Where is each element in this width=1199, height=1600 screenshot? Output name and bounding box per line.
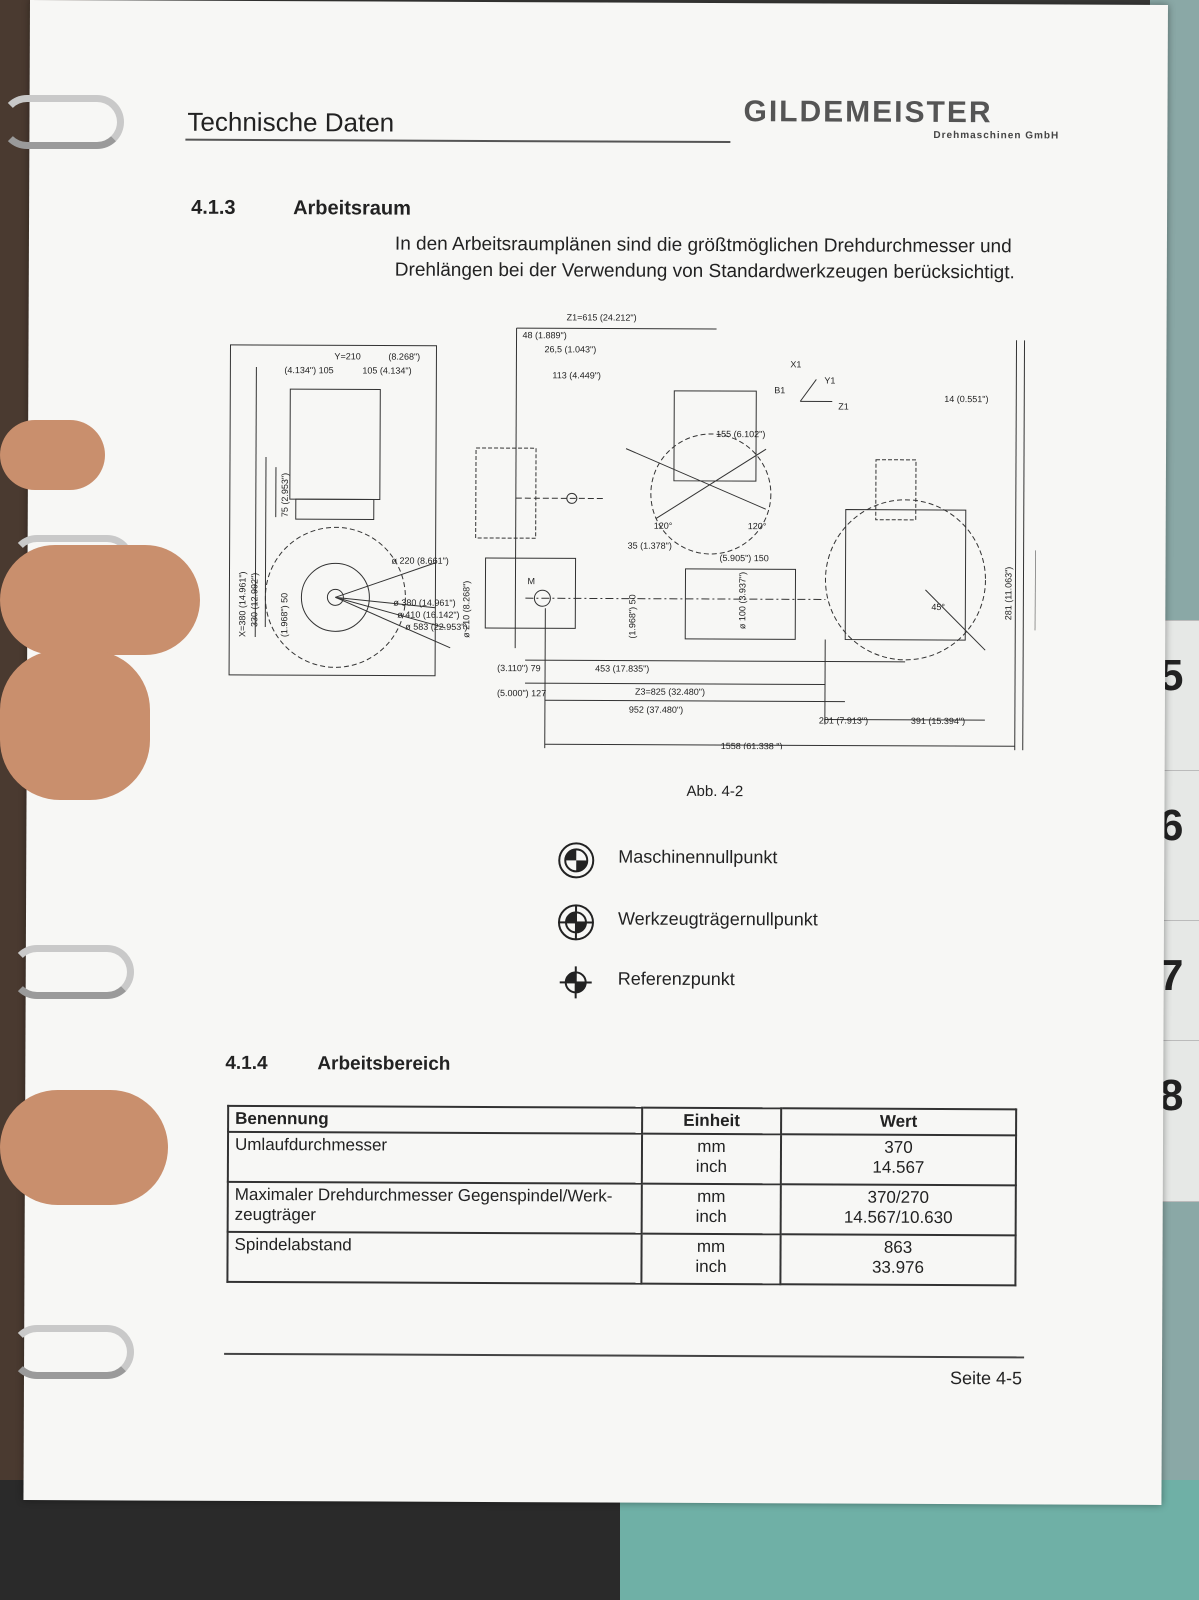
tool-carrier-zero-icon bbox=[557, 904, 594, 941]
figure-caption: Abb. 4-2 bbox=[686, 782, 744, 801]
finger bbox=[0, 1090, 168, 1205]
binder-ring bbox=[10, 945, 134, 999]
svg-text:(4.134") 105: (4.134") 105 bbox=[284, 365, 333, 375]
svg-text:ø 220 (8.661"): ø 220 (8.661") bbox=[392, 556, 449, 566]
tool-carrier-circle bbox=[650, 433, 772, 555]
finger bbox=[0, 650, 150, 800]
page-number: Seite 4-5 bbox=[949, 1368, 1023, 1389]
binder-ring bbox=[10, 1325, 134, 1379]
svg-text:B1: B1 bbox=[774, 385, 785, 395]
footer-rule bbox=[224, 1352, 1025, 1359]
svg-text:48 (1.889"): 48 (1.889") bbox=[523, 330, 567, 340]
svg-text:(1.968") 50: (1.968") 50 bbox=[627, 594, 637, 638]
svg-text:(8.268"): (8.268") bbox=[388, 352, 420, 362]
column-header: Wert bbox=[781, 1108, 1017, 1136]
document-page: Technische Daten GILDEMEISTER Drehmaschi… bbox=[23, 0, 1168, 1505]
workspace-drawing: Z1=615 (24.212") 48 (1.889") 26,5 (1.043… bbox=[228, 312, 1037, 750]
section-number: 4.1.4 bbox=[225, 1052, 268, 1075]
spindle-center bbox=[326, 588, 344, 606]
svg-text:(5.905") 150: (5.905") 150 bbox=[720, 553, 769, 563]
section-title: Arbeitsraum bbox=[293, 197, 411, 220]
svg-text:14 (0.551"): 14 (0.551") bbox=[944, 394, 988, 404]
legend-label: Werkzeugträgernullpunkt bbox=[617, 908, 818, 930]
company-logo: GILDEMEISTER bbox=[743, 95, 993, 130]
svg-text:120°: 120° bbox=[654, 521, 673, 531]
svg-text:952 (37.480"): 952 (37.480") bbox=[629, 705, 683, 715]
svg-text:Y=210: Y=210 bbox=[334, 351, 360, 361]
svg-text:ø 583 (22.953"): ø 583 (22.953") bbox=[405, 622, 467, 632]
svg-text:Y1: Y1 bbox=[824, 375, 835, 385]
svg-text:120°: 120° bbox=[748, 521, 767, 531]
work-area-table: Benennung Einheit Wert Umlaufdurchmesser… bbox=[226, 1105, 1017, 1286]
svg-text:M: M bbox=[527, 576, 535, 586]
svg-text:X1: X1 bbox=[790, 359, 801, 369]
svg-text:113 (4.449"): 113 (4.449") bbox=[552, 370, 601, 380]
svg-text:Z1=615 (24.212"): Z1=615 (24.212") bbox=[567, 312, 637, 322]
svg-text:26,5 (1.043"): 26,5 (1.043") bbox=[544, 344, 596, 354]
left-view-frame bbox=[228, 344, 437, 677]
sub-spindle-unit bbox=[844, 509, 967, 641]
spindle-housing bbox=[475, 447, 537, 539]
finger bbox=[0, 420, 105, 490]
svg-text:391 (15.394"): 391 (15.394") bbox=[911, 716, 965, 726]
svg-text:(5.000") 127: (5.000") 127 bbox=[497, 688, 546, 698]
binder-ring bbox=[0, 95, 124, 149]
column-header: Einheit bbox=[642, 1107, 782, 1135]
svg-text:75 (2.953"): 75 (2.953") bbox=[280, 473, 290, 517]
table-cell-name: Umlaufdurchmesser bbox=[227, 1131, 643, 1184]
svg-text:X=380 (14.961"): X=380 (14.961") bbox=[237, 571, 247, 637]
header-rule bbox=[185, 138, 731, 144]
finger bbox=[0, 545, 200, 655]
svg-text:Z1: Z1 bbox=[838, 402, 849, 412]
column-header: Benennung bbox=[228, 1105, 643, 1134]
counter-spindle bbox=[684, 568, 797, 640]
svg-text:453 (17.835"): 453 (17.835") bbox=[595, 663, 649, 673]
svg-text:330 (12.992"): 330 (12.992") bbox=[249, 573, 259, 627]
table-cell-name: Spindelabstand bbox=[227, 1231, 642, 1284]
svg-text:ø 410 (16.142"): ø 410 (16.142") bbox=[397, 610, 459, 620]
svg-text:35 (1.378"): 35 (1.378") bbox=[628, 541, 672, 551]
svg-text:ø 380 (14.961"): ø 380 (14.961") bbox=[393, 598, 455, 608]
legend-label: Referenzpunkt bbox=[617, 968, 735, 990]
company-logo-subtitle: Drehmaschinen GmbH bbox=[933, 129, 1060, 142]
svg-text:45°: 45° bbox=[931, 602, 945, 612]
svg-text:1558 (61.338 "): 1558 (61.338 ") bbox=[721, 741, 783, 750]
machine-zero-icon bbox=[558, 842, 595, 879]
swing-circle-inner bbox=[300, 562, 370, 632]
section-title: Arbeitsbereich bbox=[317, 1053, 451, 1075]
table-header-row: Benennung Einheit Wert bbox=[228, 1105, 1017, 1136]
svg-text:201 (7.913"): 201 (7.913") bbox=[819, 715, 868, 725]
svg-text:(1.968") 50: (1.968") 50 bbox=[279, 593, 289, 637]
svg-text:ø 100 (3.937"): ø 100 (3.937") bbox=[737, 572, 747, 629]
legend-label: Maschinennullpunkt bbox=[618, 846, 778, 868]
table-row: Maximaler Drehdurchmesser Gegenspindel/W… bbox=[227, 1181, 1016, 1236]
svg-text:155 (6.102"): 155 (6.102") bbox=[716, 429, 765, 439]
svg-text:ø 210 (8.268"): ø 210 (8.268") bbox=[461, 581, 471, 638]
svg-text:281 (11.063"): 281 (11.063") bbox=[1003, 567, 1013, 621]
section-number: 4.1.3 bbox=[191, 196, 236, 219]
header-title: Technische Daten bbox=[187, 106, 395, 138]
svg-text:(3.110") 79: (3.110") 79 bbox=[497, 663, 541, 673]
intro-text: In den Arbeitsraumplänen sind die größtm… bbox=[394, 233, 1015, 284]
reference-point-icon bbox=[559, 966, 592, 999]
svg-text:Z3=825 (32.480"): Z3=825 (32.480") bbox=[635, 687, 705, 697]
table-cell-name: Maximaler Drehdurchmesser Gegenspindel/W… bbox=[227, 1181, 642, 1234]
turret-body bbox=[289, 388, 381, 501]
main-spindle bbox=[484, 557, 577, 629]
svg-text:105 (4.134"): 105 (4.134") bbox=[362, 365, 411, 375]
turret-base bbox=[295, 498, 375, 521]
